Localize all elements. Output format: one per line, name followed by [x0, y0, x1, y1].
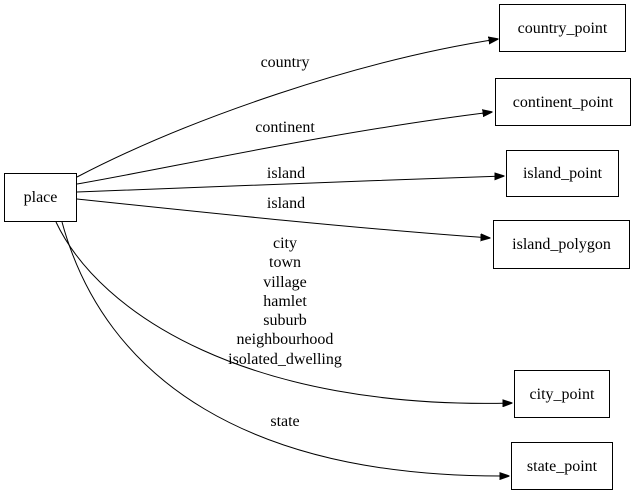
- edge-place-island-point: [76, 176, 504, 193]
- node-state-point: state_point: [511, 442, 613, 490]
- node-place: place: [4, 173, 77, 222]
- edge-place-city-point: [55, 221, 512, 403]
- edge-place-island-polygon: [76, 198, 490, 238]
- node-city-point: city_point: [514, 370, 610, 418]
- edge-label-state: state: [270, 413, 300, 430]
- node-island-polygon: island_polygon: [493, 220, 630, 269]
- node-country-point: country_point: [499, 4, 626, 52]
- edge-place-continent-point: [76, 112, 492, 185]
- edge-place-state-point: [61, 221, 509, 476]
- edge-label-island-point: island: [266, 165, 306, 182]
- node-island-point: island_point: [506, 150, 619, 197]
- edge-label-continent: continent: [255, 119, 315, 136]
- edge-label-city-multiline: city town village hamlet suburb neighbou…: [228, 235, 342, 368]
- node-continent-point: continent_point: [495, 78, 631, 126]
- edge-place-country-point: [76, 39, 498, 178]
- edge-label-island-polygon: island: [266, 195, 306, 212]
- edge-label-country: country: [260, 54, 310, 71]
